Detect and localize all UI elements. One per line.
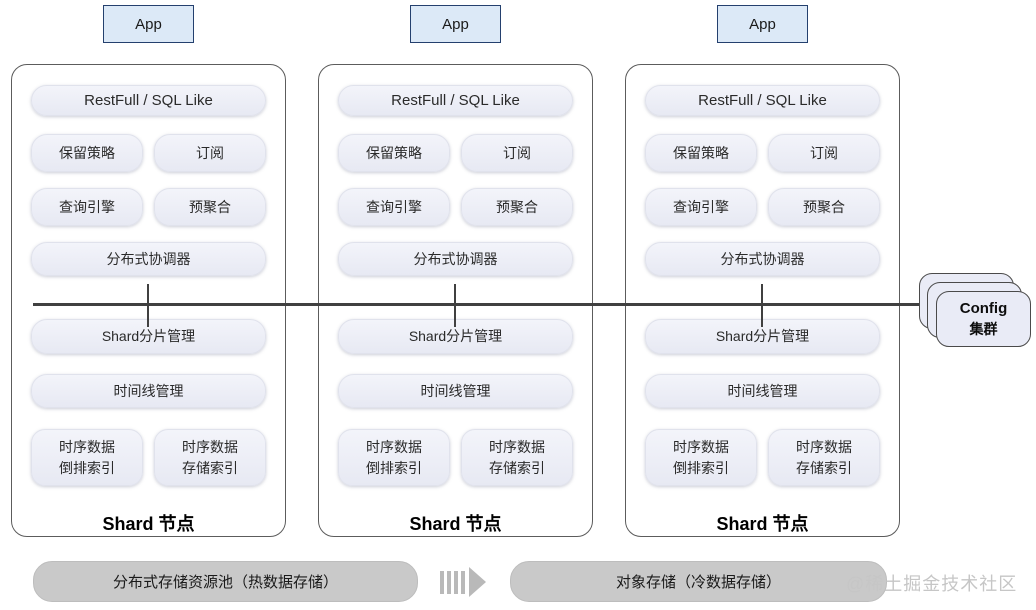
storage-index-pill: 时序数据 存储索引 [768,429,880,487]
pill-row: 查询引擎 预聚合 [338,187,573,226]
arrow-stripe [461,570,465,594]
subscribe-pill: 订阅 [768,133,880,172]
inverted-index-pill: 时序数据 倒排索引 [31,429,143,487]
pill-row: 时序数据 倒排索引 时序数据 存储索引 [645,429,880,487]
shard-node-3-content: RestFull / SQL Like 保留策略 订阅 查询引擎 预聚合 分布式… [626,65,899,536]
subscribe-pill: 订阅 [154,133,266,172]
hot-storage-bar: 分布式存储资源池（热数据存储） [33,561,418,602]
pre-aggregation-pill: 预聚合 [768,187,880,226]
shard-node-title: Shard 节点 [102,514,195,535]
striped-arrow-icon [440,566,486,598]
app-box-3: App [717,5,808,43]
config-cluster-card: Config 集群 [936,291,1031,347]
storage-index-pill: 时序数据 存储索引 [461,429,573,487]
pill-row: 保留策略 订阅 [31,133,266,172]
shard-node-1: RestFull / SQL Like 保留策略 订阅 查询引擎 预聚合 分布式… [11,64,286,537]
pre-aggregation-pill: 预聚合 [154,187,266,226]
pre-aggregation-pill: 预聚合 [461,187,573,226]
shard-management-pill: Shard分片管理 [31,319,266,354]
inverted-index-line2: 倒排索引 [59,459,115,476]
api-pill: RestFull / SQL Like [338,85,573,116]
arrow-head [469,567,486,597]
retention-pill: 保留策略 [645,133,757,172]
storage-index-line2: 存储索引 [796,459,852,476]
retention-pill: 保留策略 [338,133,450,172]
shard-node-2: RestFull / SQL Like 保留策略 订阅 查询引擎 预聚合 分布式… [318,64,593,537]
timeline-management-pill: 时间线管理 [645,373,880,409]
inverted-index-line1: 时序数据 [366,439,422,456]
pill-row: 查询引擎 预聚合 [645,187,880,226]
api-pill: RestFull / SQL Like [645,85,880,116]
bus-line [33,303,925,306]
shard-node-1-content: RestFull / SQL Like 保留策略 订阅 查询引擎 预聚合 分布式… [12,65,285,536]
watermark-text: @稀土掘金技术社区 [846,574,1018,594]
coordinator-pill: 分布式协调器 [645,241,880,277]
pill-row: 保留策略 订阅 [645,133,880,172]
storage-index-line1: 时序数据 [182,439,238,456]
inverted-index-line1: 时序数据 [59,439,115,456]
app-box-1: App [103,5,194,43]
timeline-management-pill: 时间线管理 [338,373,573,409]
retention-pill: 保留策略 [31,133,143,172]
inverted-index-pill: 时序数据 倒排索引 [645,429,757,487]
config-cluster-sublabel: 集群 [969,320,998,337]
pill-row: 时序数据 倒排索引 时序数据 存储索引 [338,429,573,487]
coordinator-pill: 分布式协调器 [338,241,573,277]
arrow-stripe [454,570,458,594]
arrow-stripe [440,570,444,594]
storage-index-line2: 存储索引 [182,459,238,476]
shard-node-title: Shard 节点 [716,514,809,535]
inverted-index-pill: 时序数据 倒排索引 [338,429,450,487]
connector-line-3 [761,284,763,327]
connector-line-2 [454,284,456,327]
storage-index-line2: 存储索引 [489,459,545,476]
query-engine-pill: 查询引擎 [338,187,450,226]
shard-node-2-content: RestFull / SQL Like 保留策略 订阅 查询引擎 预聚合 分布式… [319,65,592,536]
query-engine-pill: 查询引擎 [31,187,143,226]
timeline-management-pill: 时间线管理 [31,373,266,409]
coordinator-pill: 分布式协调器 [31,241,266,277]
pill-row: 查询引擎 预聚合 [31,187,266,226]
storage-index-pill: 时序数据 存储索引 [154,429,266,487]
pill-row: 时序数据 倒排索引 时序数据 存储索引 [31,429,266,487]
config-cluster-label: Config [959,300,1008,318]
app-box-2: App [410,5,501,43]
api-pill: RestFull / SQL Like [31,85,266,116]
connector-line-1 [147,284,149,327]
subscribe-pill: 订阅 [461,133,573,172]
inverted-index-line2: 倒排索引 [673,459,729,476]
storage-index-line1: 时序数据 [489,439,545,456]
inverted-index-line2: 倒排索引 [366,459,422,476]
arrow-stripe [447,570,451,594]
cold-storage-bar: 对象存储（冷数据存储） [510,561,887,602]
pill-row: 保留策略 订阅 [338,133,573,172]
storage-index-line1: 时序数据 [796,439,852,456]
query-engine-pill: 查询引擎 [645,187,757,226]
shard-node-title: Shard 节点 [409,514,502,535]
inverted-index-line1: 时序数据 [673,439,729,456]
